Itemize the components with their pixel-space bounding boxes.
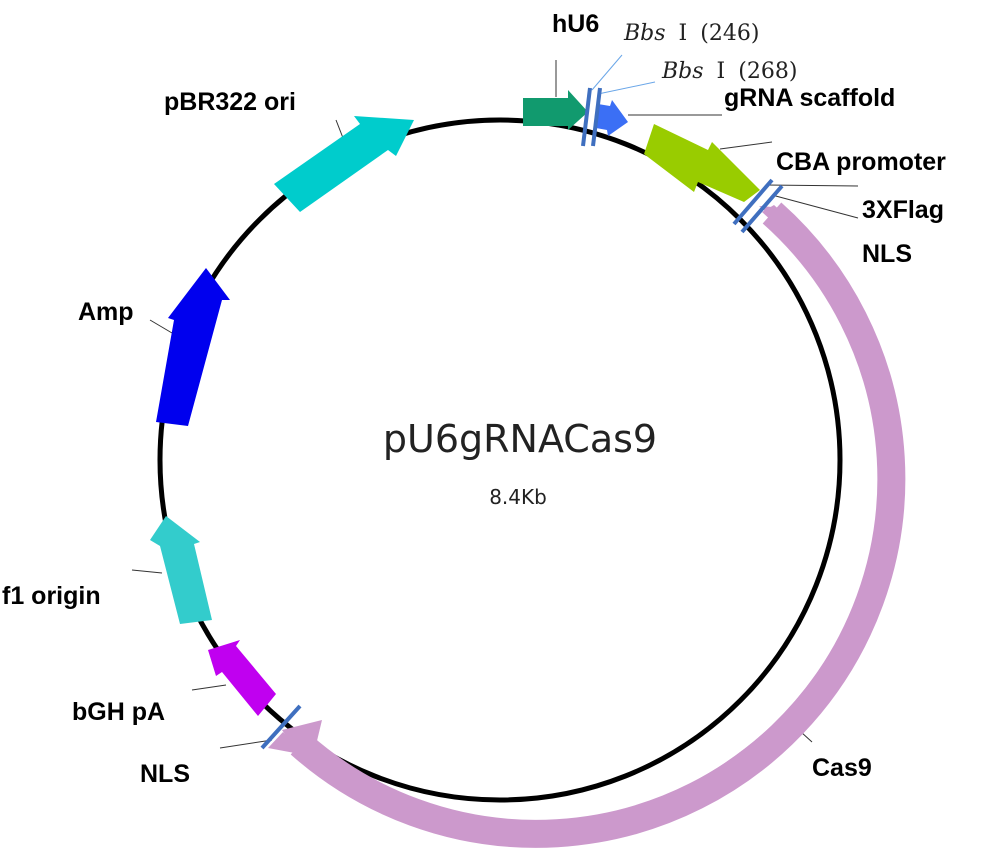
label-3xflag: 3XFlag <box>862 196 944 224</box>
site-leader-lines <box>591 54 656 95</box>
leader-lines <box>131 60 859 749</box>
plasmid-backbone <box>157 117 843 803</box>
label-grna-scaffold: gRNA scaffold <box>724 84 895 112</box>
label-f1-origin: f1 origin <box>2 582 101 610</box>
pbr322-ori-arrow <box>274 116 414 212</box>
cas9-arrowhead <box>282 720 322 770</box>
plasmid-size: 8.4Kb <box>489 485 547 509</box>
label-nls-2: NLS <box>140 760 190 788</box>
bbsi-268-enzyme: Bbs <box>661 59 704 84</box>
cas9-body <box>290 202 906 848</box>
plasmid-name: pU6gRNACas9 <box>383 417 657 461</box>
amp-arrow <box>156 268 230 426</box>
bbsi-246-enzyme: Bbs <box>623 21 666 46</box>
grna-scaffold-arrow <box>596 100 628 136</box>
bbsi-268-marker <box>591 87 602 147</box>
f1-origin-arrow <box>150 516 212 624</box>
label-pbr322-ori: pBR322 ori <box>164 88 296 116</box>
bbsi-268-position: (268) <box>738 59 797 84</box>
3xflag-marker <box>732 178 774 226</box>
bbsi-268-roman: I <box>717 59 726 84</box>
label-cba-promoter: CBA promoter <box>776 148 946 176</box>
bbsi-246-position: (246) <box>700 21 759 46</box>
cas9-arrow <box>268 205 900 846</box>
cba-promoter-arrow <box>644 124 760 202</box>
nls-2-marker <box>260 704 302 750</box>
nls-1-marker <box>740 184 784 234</box>
label-cas9: Cas9 <box>812 754 872 782</box>
label-hu6: hU6 <box>552 10 599 38</box>
label-bgh-pa: bGH pA <box>72 698 165 726</box>
hu6-arrow <box>523 90 588 130</box>
label-nls-1: NLS <box>862 240 912 268</box>
bbsi-246-marker <box>581 87 592 147</box>
label-bbsi-246: Bbs I (246) <box>623 21 759 46</box>
bbsi-246-roman: I <box>679 21 688 46</box>
bgh-pa-arrow <box>208 640 276 716</box>
label-bbsi-268: Bbs I (268) <box>661 59 797 84</box>
label-amp: Amp <box>78 298 134 326</box>
